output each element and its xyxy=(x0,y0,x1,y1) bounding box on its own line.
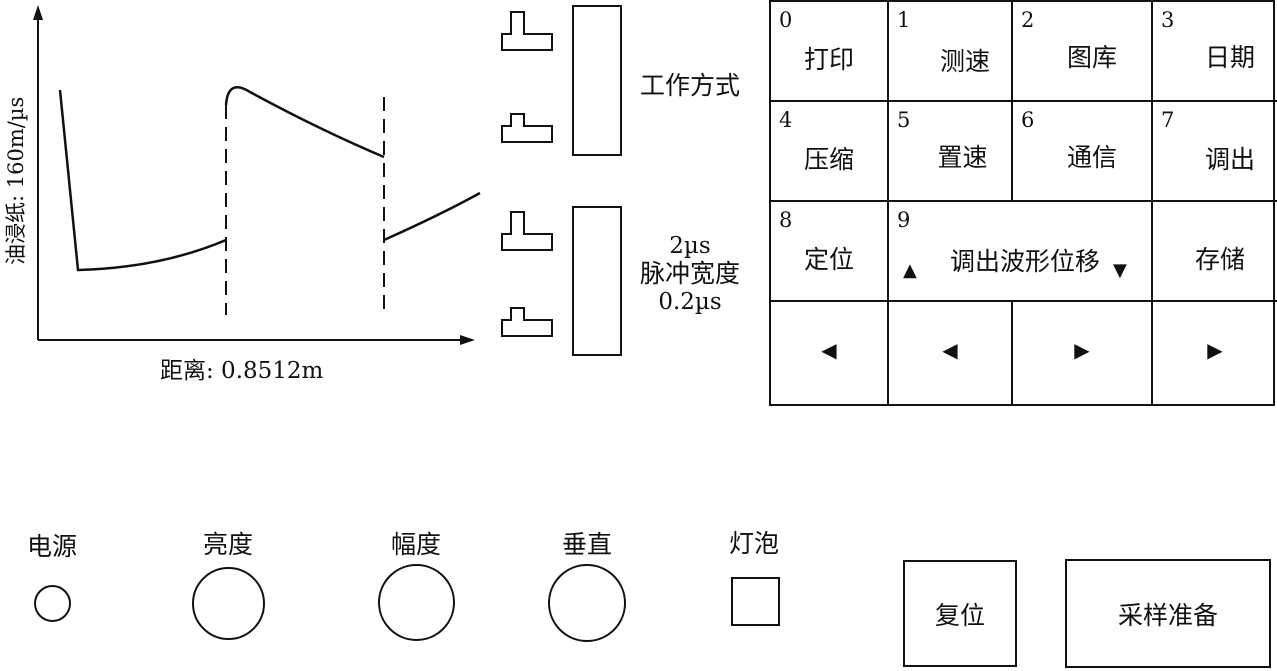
key-print[interactable]: 0 打印 xyxy=(771,2,889,102)
key-label: 调出波形位移 xyxy=(949,247,1100,276)
key-number: 9 xyxy=(897,208,911,232)
key-number: 8 xyxy=(779,208,793,232)
waveform-segment-1 xyxy=(58,89,227,272)
power-indicator[interactable] xyxy=(34,585,71,622)
key-communication[interactable]: 6 通信 xyxy=(1013,102,1153,202)
pulse-width-switch[interactable] xyxy=(572,206,622,356)
x-axis-label: 距离: 0.8512m xyxy=(160,358,324,384)
power-label: 电源 xyxy=(26,532,77,561)
key-number: 4 xyxy=(779,108,793,132)
sample-ready-button[interactable]: 采样准备 xyxy=(1065,559,1271,668)
key-label: 定位 xyxy=(803,245,854,274)
key-label: 置速 xyxy=(937,143,988,172)
left-arrow-icon: ◀ xyxy=(821,338,837,362)
key-speed-test[interactable]: 1 测速 xyxy=(889,2,1013,102)
key-label: 测速 xyxy=(939,47,990,76)
key-number: 0 xyxy=(779,8,793,32)
switch-symbols-pulse xyxy=(501,211,553,337)
key-compress[interactable]: 4 压缩 xyxy=(771,102,889,202)
key-number: 6 xyxy=(1021,108,1035,132)
down-triangle-icon: ▼ xyxy=(1113,260,1127,281)
switch-position-icon xyxy=(501,113,553,143)
keypad: 0 打印 1 测速 2 图库 3 日期 4 压缩 5 置速 6 通信 7 调出 … xyxy=(769,0,1277,406)
key-left-1[interactable]: ◀ xyxy=(771,302,889,406)
key-library[interactable]: 2 图库 xyxy=(1013,2,1153,102)
key-date[interactable]: 3 日期 xyxy=(1153,2,1277,102)
key-label: 通信 xyxy=(1066,143,1117,172)
key-label: 存储 xyxy=(1194,245,1245,274)
switch-position-icon xyxy=(501,11,553,51)
pulse-width-title: 脉冲宽度 xyxy=(639,259,740,288)
key-left-2[interactable]: ◀ xyxy=(889,302,1013,406)
key-set-speed[interactable]: 5 置速 xyxy=(889,102,1013,202)
switch-position-icon xyxy=(501,307,553,337)
key-number: 1 xyxy=(897,8,911,32)
key-waveform-shift[interactable]: 9 ▲ 调出波形位移 ▼ xyxy=(889,202,1153,302)
y-axis-label: 油浸纸: 160m/µs xyxy=(4,96,28,265)
key-label: 压缩 xyxy=(803,145,854,174)
reset-button[interactable]: 复位 xyxy=(903,560,1017,667)
up-triangle-icon: ▲ xyxy=(903,260,917,281)
key-label: 图库 xyxy=(1066,43,1117,72)
key-store[interactable]: 存储 xyxy=(1153,202,1277,302)
waveform-plot xyxy=(33,5,481,345)
lamp-indicator xyxy=(731,577,780,626)
key-number: 2 xyxy=(1021,8,1035,32)
switch-position-icon xyxy=(501,211,553,251)
waveform-segment-2 xyxy=(224,86,385,159)
right-arrow-icon: ▶ xyxy=(1074,338,1090,362)
amplitude-label: 幅度 xyxy=(390,530,441,559)
key-recall[interactable]: 7 调出 xyxy=(1153,102,1277,202)
key-number: 3 xyxy=(1161,8,1175,32)
key-label: 日期 xyxy=(1204,43,1255,72)
amplitude-knob[interactable] xyxy=(378,564,455,641)
left-arrow-icon: ◀ xyxy=(942,338,958,362)
pulse-width-labels: 2µs 脉冲宽度 0.2µs xyxy=(628,232,752,316)
key-locate[interactable]: 8 定位 xyxy=(771,202,889,302)
work-mode-switch[interactable] xyxy=(572,5,622,156)
brightness-label: 亮度 xyxy=(202,530,253,559)
lamp-label: 灯泡 xyxy=(728,529,779,558)
waveform-segment-3 xyxy=(383,191,481,242)
vertical-knob[interactable] xyxy=(548,564,626,642)
pulse-width-max: 2µs xyxy=(669,233,711,259)
y-axis-arrow xyxy=(33,5,43,20)
vertical-label: 垂直 xyxy=(561,530,612,559)
x-axis-arrow xyxy=(460,335,475,345)
key-number: 5 xyxy=(897,108,911,132)
work-mode-label: 工作方式 xyxy=(639,71,740,100)
waveform-display: 油浸纸: 160m/µs 距离: 0.8512m xyxy=(0,0,500,400)
pulse-width-min: 0.2µs xyxy=(658,289,722,315)
switch-symbols-mode xyxy=(501,11,553,143)
key-label: 调出 xyxy=(1204,145,1255,174)
key-right-2[interactable]: ▶ xyxy=(1153,302,1277,406)
key-label: 打印 xyxy=(803,45,854,74)
key-number: 7 xyxy=(1161,108,1175,132)
key-right-1[interactable]: ▶ xyxy=(1013,302,1153,406)
right-arrow-icon: ▶ xyxy=(1207,338,1223,362)
brightness-knob[interactable] xyxy=(192,567,265,640)
